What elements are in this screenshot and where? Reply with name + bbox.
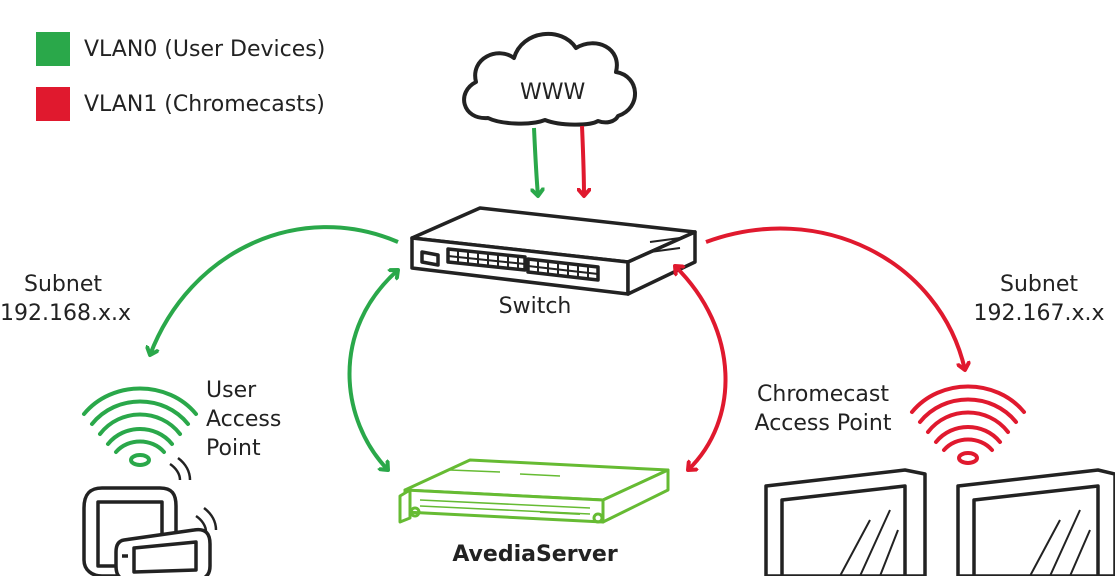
right-subnet-line2: 192.167.x.x	[973, 301, 1105, 326]
chromecast-ap-line1: Chromecast	[757, 382, 889, 407]
arrow-switch-to-chromecast-ap	[705, 226, 965, 370]
legend-item-vlan0: VLAN0 (User Devices)	[36, 32, 325, 66]
tablet-devices-icon	[82, 457, 218, 576]
monitor-displays-icon	[764, 468, 1115, 576]
right-subnet-label: Subnet 192.167.x.x	[972, 270, 1106, 328]
legend-label-vlan0: VLAN0 (User Devices)	[84, 36, 326, 62]
arrow-www-to-switch-red	[582, 125, 584, 196]
switch-label: Switch	[498, 294, 572, 319]
user-ap-label: User Access Point	[206, 376, 281, 463]
legend-label-vlan1: VLAN1 (Chromecasts)	[84, 91, 325, 117]
legend-swatch-red	[36, 87, 70, 121]
server-label: AvediaServer	[452, 542, 618, 567]
left-subnet-line1: Subnet	[24, 272, 102, 297]
chromecast-ap-label: Chromecast Access Point	[748, 380, 898, 438]
chromecast-ap-line2: Access Point	[754, 411, 892, 436]
left-subnet-label: Subnet 192.168.x.x	[0, 270, 132, 328]
user-ap-line3: Point	[206, 436, 261, 461]
left-subnet-line2: 192.168.x.x	[0, 301, 132, 326]
arrow-switch-server-red	[675, 266, 728, 470]
user-ap-line1: User	[206, 378, 257, 403]
cloud-icon	[462, 31, 637, 127]
arrow-switch-server-green	[347, 270, 399, 470]
switch-icon	[410, 206, 697, 296]
arrow-www-to-switch-green	[534, 127, 538, 196]
chromecast-wifi-icon	[910, 384, 1026, 465]
arrow-switch-to-user-ap	[150, 225, 399, 355]
legend-item-vlan1: VLAN1 (Chromecasts)	[36, 87, 325, 121]
user-wifi-icon	[82, 386, 198, 467]
server-icon	[398, 458, 670, 524]
right-subnet-line1: Subnet	[1000, 272, 1078, 297]
cloud-label: WWW	[520, 80, 586, 105]
user-ap-line2: Access	[206, 407, 282, 432]
legend-swatch-green	[36, 32, 70, 66]
